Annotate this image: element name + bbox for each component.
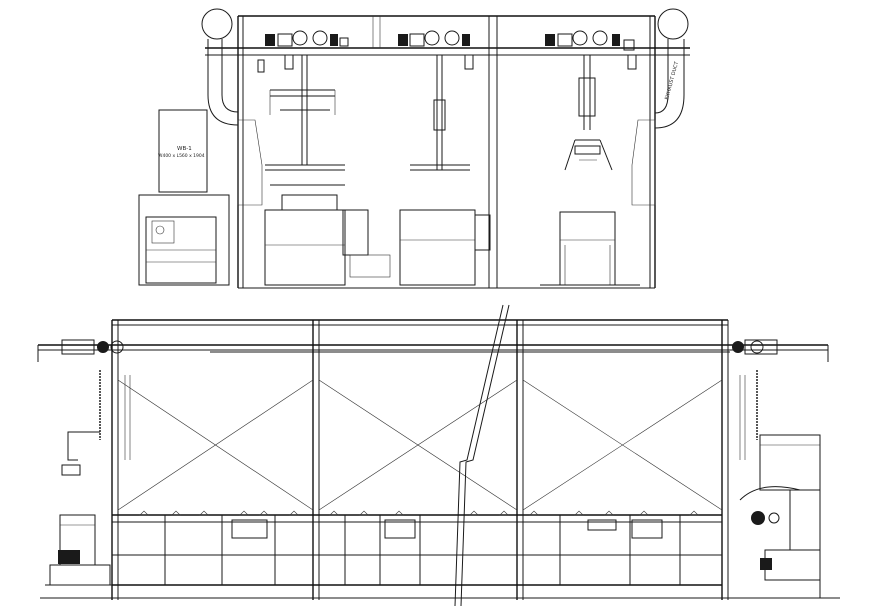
front-elevation-view: EXHAUST DUCT WB-1 W400 x L560 x 1904: [138, 8, 690, 289]
tank-2: [399, 209, 476, 286]
hoist-group-1: [257, 30, 349, 73]
hoist-group-2: [398, 30, 474, 70]
wb1-dims-label: W400 x L560 x 1904: [158, 153, 205, 159]
exhaust-duct-label: EXHAUST DUCT: [664, 60, 680, 100]
right-drive-unit: [744, 339, 778, 355]
tank-1: [264, 209, 346, 286]
wb1-label: WB-1: [177, 146, 192, 152]
left-fan-circle: [201, 8, 233, 40]
right-loading-unit: [759, 434, 821, 491]
left-drive-unit: [61, 339, 95, 355]
side-elevation-view: [37, 304, 840, 606]
tank-valves: [139, 510, 699, 516]
tank-3: [559, 211, 616, 286]
hoist-group-3: [545, 30, 637, 70]
wb1-block: [158, 109, 208, 193]
right-fan-circle: [657, 8, 689, 40]
